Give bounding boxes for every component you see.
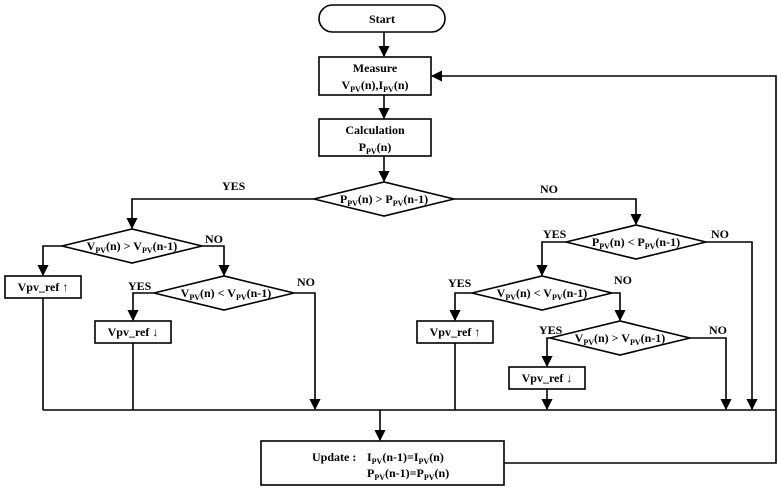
label-no-v-lt-left: NO: [297, 275, 315, 289]
decision-p-increase-text: PPV(n) > PPV(n-1): [340, 192, 428, 208]
arrow-no-p-lt-right: [706, 241, 758, 411]
vref-up-right-text: Vpv_ref ↑: [430, 325, 481, 339]
vref-down-right-text: Vpv_ref ↓: [522, 371, 573, 385]
label-no-main: NO: [540, 182, 558, 196]
measure-process: [318, 56, 432, 96]
label-yes-v-lt-right: YES: [448, 276, 472, 290]
start-terminal: [318, 4, 446, 33]
decision-v-less-right-text: VPV(n) < VPV(n-1): [497, 286, 588, 302]
label-yes-v-lt-left: YES: [128, 279, 152, 293]
decision-p-less-right-text: PPV(n) < PPV(n-1): [592, 235, 680, 251]
label-no-p-lt-right: NO: [711, 227, 729, 241]
label-yes-main: YES: [222, 179, 246, 193]
update-line2: PPV(n-1)=PPV(n): [367, 466, 449, 482]
arrow-loop-back: [430, 70, 777, 464]
arrow-yes-p-lt-right: [536, 241, 566, 277]
arrow-yes-v-lt-left: [127, 292, 154, 322]
label-yes-p-lt-right: YES: [543, 227, 567, 241]
label-no-v-lt-right: NO: [614, 273, 632, 287]
arrow-no-v-lt-right: [612, 292, 626, 322]
calculation-title: Calculation: [345, 123, 405, 137]
vref-down-left-text: Vpv_ref ↓: [108, 325, 159, 339]
start-text: Start: [369, 12, 395, 26]
arrow-no-v-gt-left: [202, 245, 230, 277]
decision-v-less-left-text: VPV(n) < VPV(n-1): [181, 286, 272, 302]
label-yes-v-gt-right: YES: [539, 323, 563, 337]
vref-up-left-text: Vpv_ref ↑: [18, 280, 69, 294]
update-process: [260, 440, 505, 486]
measure-formula: VPV(n),IPV(n): [341, 78, 408, 94]
decision-v-greater-right-text: VPV(n) > VPV(n-1): [575, 331, 666, 347]
arrow-yes-v-gt-right: [541, 337, 553, 368]
calculation-process: [318, 118, 432, 157]
arrow-yes-v-gt-left: [37, 245, 62, 277]
arrow-no-v-gt-right: [690, 337, 732, 411]
arrow-no-v-lt-left: [294, 292, 321, 411]
calculation-formula: PPV(n): [359, 140, 392, 156]
arrow-yes-main: [126, 198, 314, 230]
measure-title: Measure: [353, 61, 398, 75]
arrow-no-main: [454, 198, 642, 226]
arrow-yes-v-lt-right: [449, 292, 472, 322]
update-prefix: Update :: [312, 450, 356, 464]
decision-v-greater-left-text: VPV(n) > VPV(n-1): [87, 239, 178, 255]
label-no-v-gt-left: NO: [205, 232, 223, 246]
label-no-v-gt-right: NO: [709, 323, 727, 337]
connectors: [37, 32, 777, 464]
update-line1: IPV(n-1)=IPV(n): [367, 450, 444, 466]
